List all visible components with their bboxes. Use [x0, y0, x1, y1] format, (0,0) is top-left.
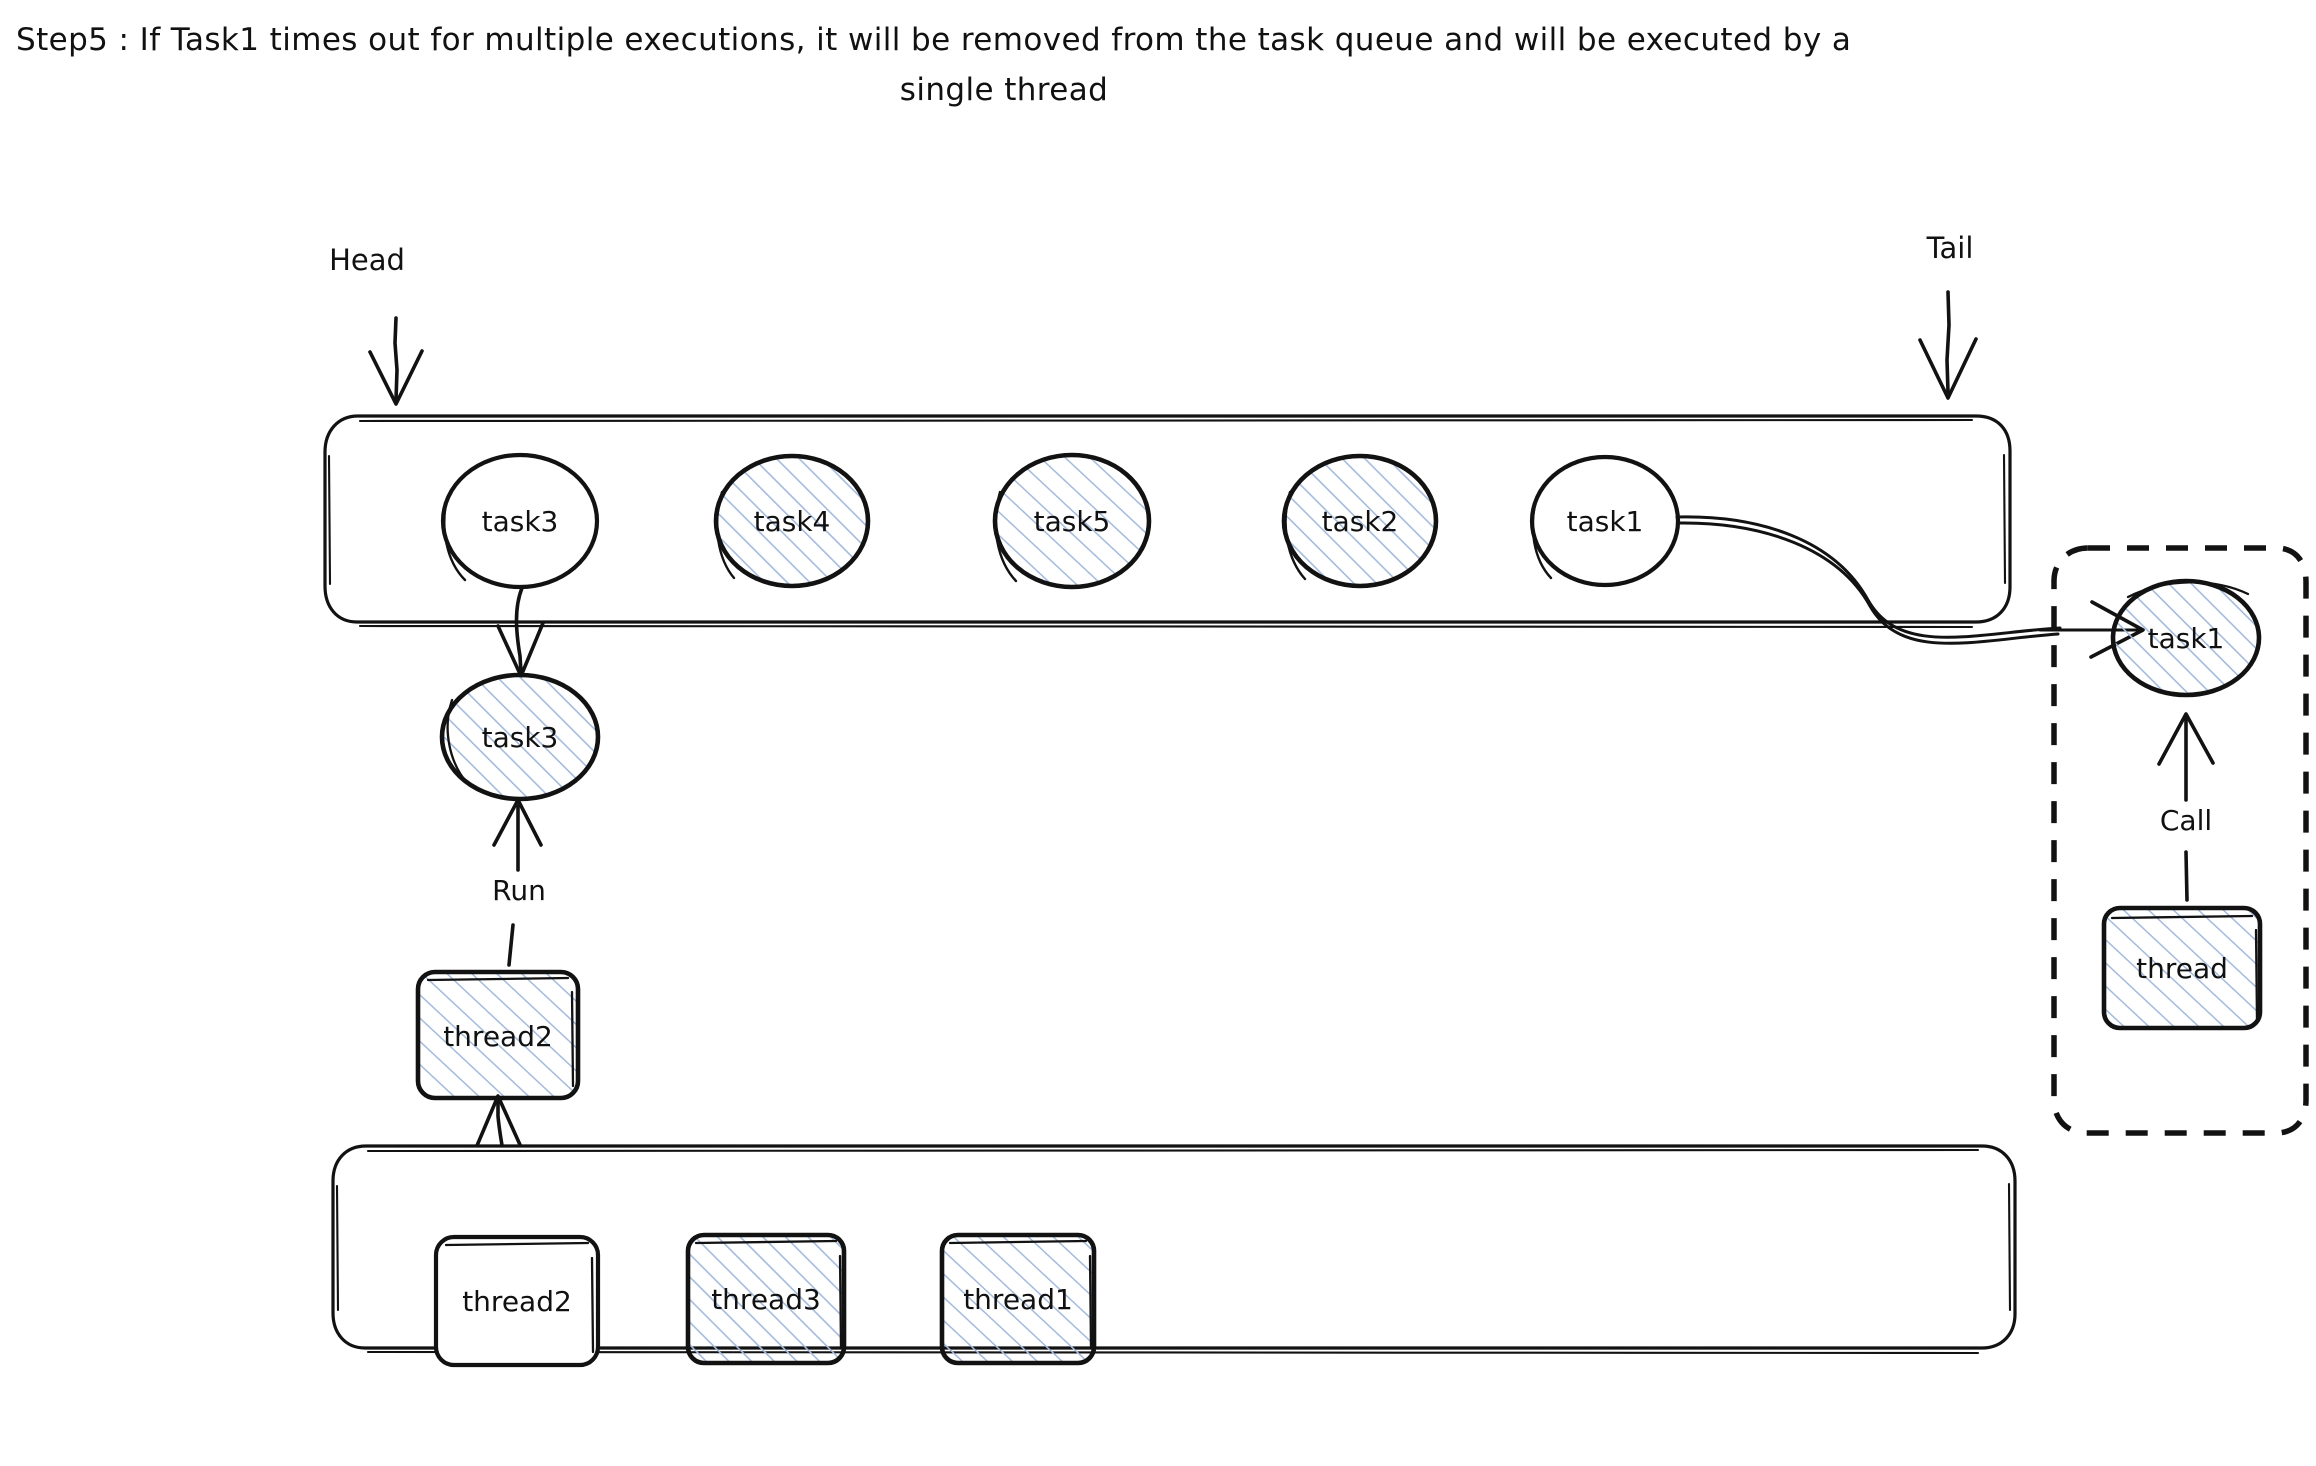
queue-node-task4-label: task4	[754, 505, 831, 538]
call-edge-label: Call	[2160, 804, 2212, 837]
running-thread2-node[interactable]: thread2	[415, 969, 581, 1101]
title-line-2: single thread	[900, 72, 1108, 108]
queue-node-task3[interactable]: task3	[440, 452, 600, 590]
queue-node-task5[interactable]: task5	[992, 452, 1152, 590]
single-thread-thread-label: thread	[2136, 952, 2228, 985]
single-thread-task1-node[interactable]: task1	[2110, 578, 2262, 698]
pool-node-thread3[interactable]: thread3	[685, 1232, 847, 1366]
queue-node-task2-label: task2	[1322, 505, 1399, 538]
single-thread-task1-label: task1	[2148, 622, 2225, 655]
queue-node-task3-label: task3	[482, 505, 559, 538]
call-edge: Call	[2157, 712, 2215, 902]
tail-pointer-label: Tail	[1926, 231, 1974, 265]
pool-node-thread1[interactable]: thread1	[939, 1232, 1097, 1366]
title-line-1: Step5 : If Task1 times out for multiple …	[16, 22, 1851, 58]
queue-node-task4[interactable]: task4	[713, 453, 871, 589]
queue-node-task5-label: task5	[1034, 505, 1111, 538]
queue-node-task1-label: task1	[1567, 505, 1644, 538]
pool-node-thread2[interactable]: thread2	[433, 1234, 601, 1368]
running-task3-label: task3	[482, 721, 559, 754]
head-arrow-icon	[368, 316, 424, 406]
queue-node-task2[interactable]: task2	[1281, 453, 1439, 589]
pool-node-thread3-label: thread3	[711, 1283, 821, 1316]
head-pointer-label: Head	[329, 243, 405, 277]
run-edge: Run	[492, 798, 546, 967]
pool-node-thread2-label: thread2	[462, 1285, 572, 1318]
pool-node-thread1-label: thread1	[963, 1283, 1073, 1316]
single-thread-thread-node[interactable]: thread	[2101, 905, 2263, 1031]
tail-arrow-icon	[1918, 290, 1978, 400]
running-thread2-label: thread2	[443, 1020, 553, 1053]
run-edge-label: Run	[492, 874, 546, 907]
queue-node-task1[interactable]: task1	[1529, 454, 1681, 588]
running-task3-node[interactable]: task3	[439, 672, 601, 802]
single-thread-group-container[interactable]	[2051, 545, 2309, 1136]
